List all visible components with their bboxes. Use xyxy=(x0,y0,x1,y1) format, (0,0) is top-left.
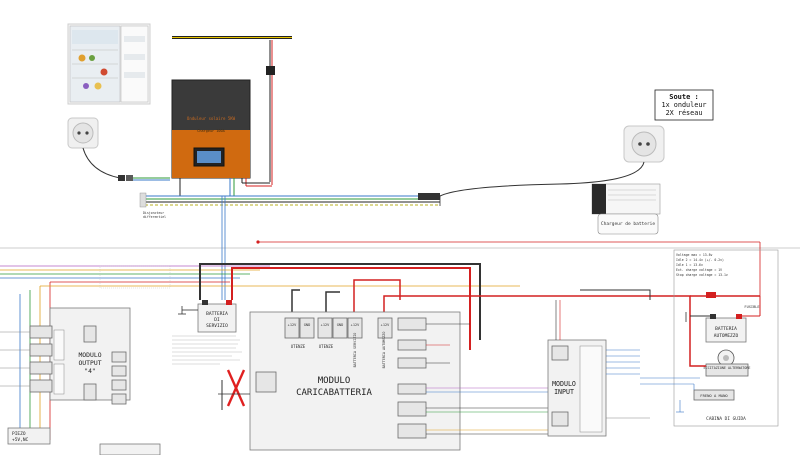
svg-text:Disjoncteur: Disjoncteur xyxy=(143,211,164,215)
charger-label: Chargeur de batterie xyxy=(601,221,655,227)
fuse-label: FUSIBLE xyxy=(744,305,759,309)
module-charger: +12V GND +12V GND +12V +12V UTENZE UTENZ… xyxy=(249,311,461,451)
cab-area: Voltage max = 13.8v Idle 2 = 14.4v (+/- … xyxy=(673,249,779,427)
svg-text:Ext. charge voltage = 1V: Ext. charge voltage = 1V xyxy=(676,268,722,272)
svg-text:Idle 1 = 13.6v: Idle 1 = 13.6v xyxy=(676,263,703,267)
module-charger-title-2: CARICABATTERIA xyxy=(296,388,372,398)
soute-line-2: 2X réseau xyxy=(666,109,703,117)
terminal-gnd: GND xyxy=(337,323,344,327)
terminal-plus12v: +12V xyxy=(351,323,360,327)
soute-note: Soute : 1x onduleur 2X réseau xyxy=(654,89,714,121)
inverter: Onduleur solaire 5KW Chargeur 100A xyxy=(171,79,251,179)
service-battery: BATTERIA DI SERVIZIO xyxy=(197,300,237,333)
battery-charger-icon: Chargeur de batterie xyxy=(591,183,661,235)
module-output-title-2: OUTPUT xyxy=(78,359,101,367)
module-input-title-1: MODULO xyxy=(552,380,576,388)
handbrake-label: FRENO A MANO xyxy=(700,393,728,398)
service-battery-label-3: SERVIZIO xyxy=(206,323,228,329)
label-batt-servizio: BATTERIA SERVIZIO xyxy=(353,333,357,368)
terminal-plus12v: +12V xyxy=(288,323,297,327)
power-socket-icon xyxy=(623,125,665,163)
inverter-title: Onduleur solaire 5KW xyxy=(187,116,236,121)
module-input-title-2: INPUT xyxy=(554,388,574,396)
svg-text:Voltage max = 13.8v: Voltage max = 13.8v xyxy=(676,253,713,257)
module-output-title-3: "4" xyxy=(84,367,96,375)
piezo-label-1: PIEZO xyxy=(12,431,26,437)
terminal-gnd: GND xyxy=(304,323,311,327)
power-socket-icon xyxy=(67,117,99,149)
service-battery-label-1: BATTERIA xyxy=(206,311,228,317)
service-battery-label-2: DI xyxy=(214,317,220,323)
label-batt-automezzo: BATTERIA AUTOMEZZO xyxy=(382,332,386,369)
module-output-title-1: MODULO xyxy=(78,351,101,359)
engine-battery-label-2: AUTOMEZZO xyxy=(714,333,739,339)
svg-text:Idle 2 = 14.4v (+/- 0.2v): Idle 2 = 14.4v (+/- 0.2v) xyxy=(676,258,724,262)
piezo-label-2: +5V,NC xyxy=(12,437,29,443)
cross-mark-icon xyxy=(226,369,246,407)
terminal-plus12v: +12V xyxy=(321,323,330,327)
svg-text:Stop charge voltage = 13.1v: Stop charge voltage = 13.1v xyxy=(676,273,728,277)
module-output: MODULO OUTPUT "4" xyxy=(29,307,131,405)
soute-line-1: 1x onduleur xyxy=(661,101,706,109)
module-input: MODULO INPUT xyxy=(547,339,607,437)
inverter-subtitle: Chargeur 100A xyxy=(197,129,225,133)
soute-title: Soute : xyxy=(669,93,699,101)
label-utenze-1: UTENZE xyxy=(291,344,306,349)
terminal-plus12v: +12V xyxy=(381,323,390,327)
piezo-box: PIEZO +5V,NC xyxy=(7,427,51,445)
cab-label: CABINA DI GUIDA xyxy=(706,416,746,422)
module-charger-title-1: MODULO xyxy=(318,376,351,386)
spec-text-left xyxy=(172,335,242,365)
fridge-icon xyxy=(67,23,151,105)
engine-battery-label-1: BATTERIA xyxy=(715,326,737,332)
label-utenze-2: UTENZE xyxy=(319,344,334,349)
alternator-label: ECCITAZIONE ALTERNATORE xyxy=(704,366,751,370)
svg-text:differentiel: differentiel xyxy=(143,215,166,219)
